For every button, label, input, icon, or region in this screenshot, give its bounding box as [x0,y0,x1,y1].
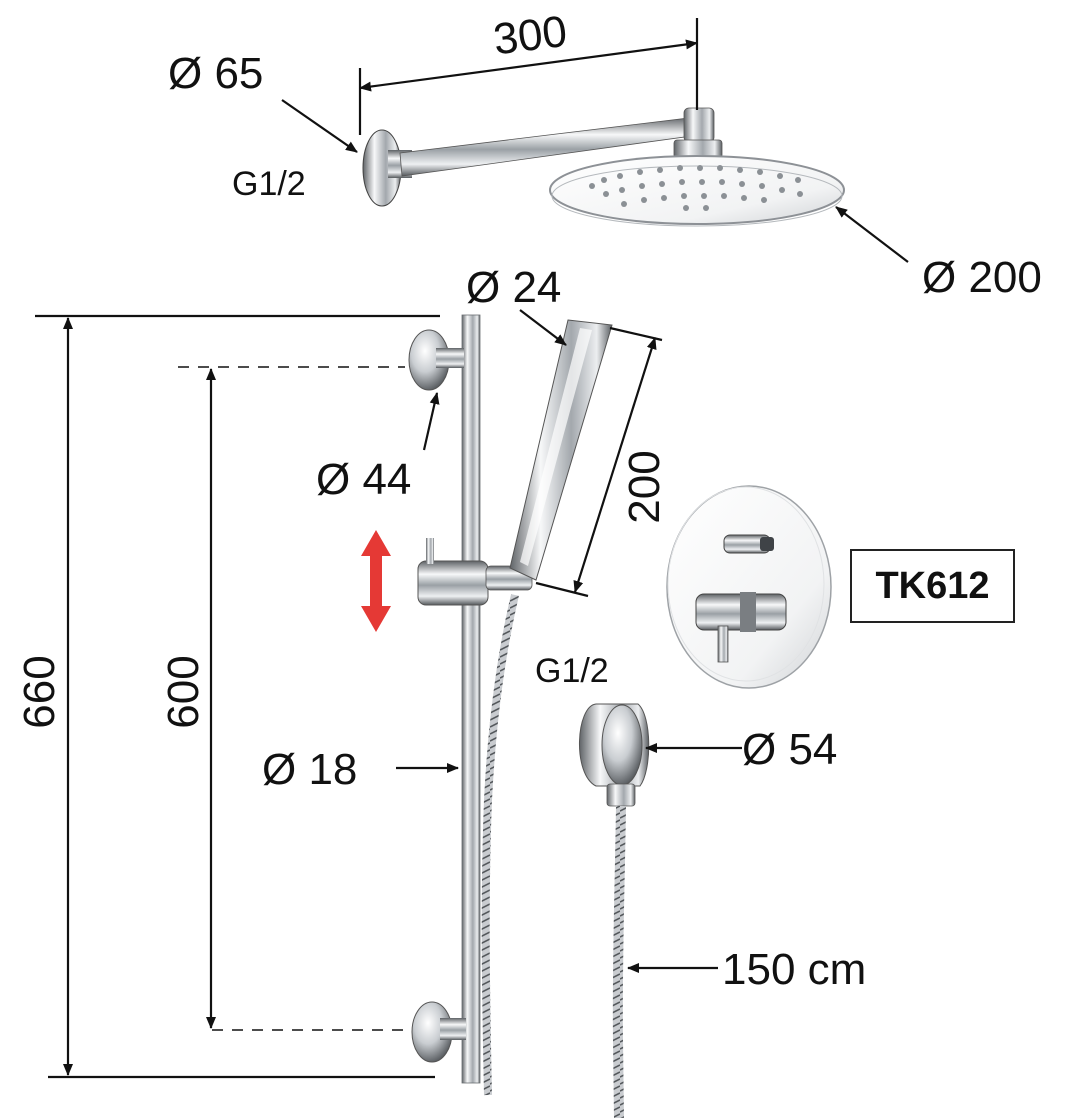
shower-arm-assembly [362,107,845,227]
shower-head-rim [551,165,843,227]
diverter-stem [760,537,774,551]
wall-outlet-assembly [579,703,650,1118]
hand-length-extension-bottom [535,581,589,598]
mixer-handle-ring [740,592,756,632]
hand-shower-highlight [520,328,592,566]
height-adjust-arrow [361,530,391,632]
arm-length-dimension [359,39,698,92]
bracket-diameter-label: Ø 44 [316,455,411,504]
bottom-bracket-arm [440,1018,466,1040]
outlet-thread-label: G1/2 [535,652,609,690]
flange-diameter-label: Ø 65 [168,49,263,98]
shower-head-nozzles [589,165,803,211]
hand-length-dimension [573,337,657,593]
slide-rail-assembly [408,314,613,1096]
shower-hose [612,805,626,1118]
model-code: TK612 [875,564,990,607]
head-diameter-label: Ø 200 [922,253,1042,302]
top-bracket-arm [436,348,464,368]
rail-bracket-spacing-label: 600 [159,655,208,728]
arm-elbow [683,107,715,143]
hand-shower-leader [519,309,567,346]
rail-diameter-label: Ø 18 [262,745,357,794]
slider-holder [417,560,489,606]
mixer-lever[interactable] [717,625,729,663]
shower-head [549,155,845,225]
wall-outlet-face [601,704,643,786]
hand-shower-diameter-label: Ø 24 [466,263,561,312]
hose-length-label: 150 cm [722,945,866,994]
hose-nut [606,783,636,807]
bracket-leader [422,392,440,451]
head-leader [835,206,909,263]
hand-shower-length-label: 200 [620,450,669,523]
thermostatic-mixer [666,485,832,689]
mixer-plate [666,485,832,689]
flange-leader [281,99,358,153]
arm-length-label: 300 [491,7,570,65]
arm-thread-label: G1/2 [232,165,306,203]
hand-shower [509,319,613,581]
rail-total-height-label: 660 [15,655,64,728]
mixer-plate-edge [667,486,825,682]
slide-rail [461,314,481,1084]
outlet-diameter-label: Ø 54 [742,725,837,774]
rail-hose [481,594,519,1096]
dimension-lines [35,18,909,1079]
model-code-box: TK612 [850,549,1015,623]
slider-lever [426,538,434,564]
